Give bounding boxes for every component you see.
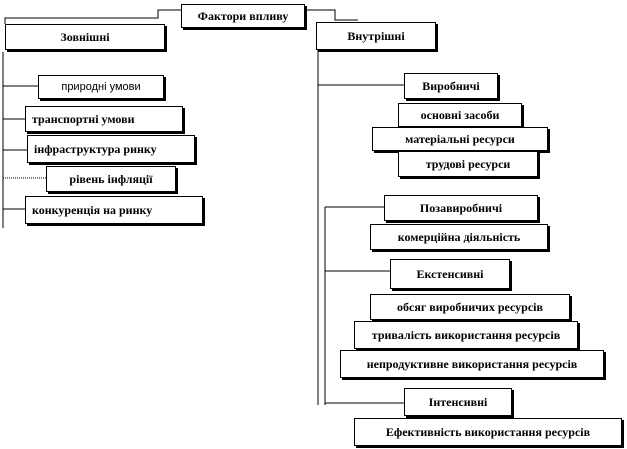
nonproduction-header: Позавиробничі — [384, 195, 538, 221]
extensive-item-unproductive-use: непродуктивне використання ресурсів — [340, 350, 604, 378]
production-item-fixed-assets: основні засоби — [398, 103, 522, 127]
extensive-header: Екстенсивні — [390, 259, 510, 289]
intensive-item-resource-efficiency: Ефективність використання ресурсів — [354, 418, 622, 446]
root-node: Фактори впливу — [181, 4, 305, 28]
external-item-natural-conditions: природні умови — [38, 75, 164, 99]
extensive-item-duration-of-use: тривалість використання ресурсів — [354, 321, 578, 349]
external-header: Зовнішні — [5, 24, 165, 50]
production-item-material-resources: матеріальні ресурси — [372, 127, 548, 151]
extensive-item-volume-of-resources: обсяг виробничих ресурсів — [370, 294, 570, 320]
external-item-market-infrastructure: інфраструктура ринку — [27, 135, 195, 163]
nonproduction-item-commercial-activity: комерційна діяльність — [370, 224, 548, 250]
production-header: Виробничі — [404, 73, 498, 99]
external-item-transport-conditions: транспортні умови — [25, 106, 183, 132]
internal-header: Внутрішні — [316, 22, 436, 50]
production-item-labor-resources: трудові ресурси — [398, 151, 538, 177]
intensive-header: Інтенсивні — [404, 388, 512, 416]
external-item-inflation-level: рівень інфляції — [46, 166, 176, 192]
external-item-market-competition: конкуренція на ринку — [25, 196, 203, 224]
connector-root-external — [4, 9, 181, 24]
connector-root-internal — [305, 9, 358, 21]
